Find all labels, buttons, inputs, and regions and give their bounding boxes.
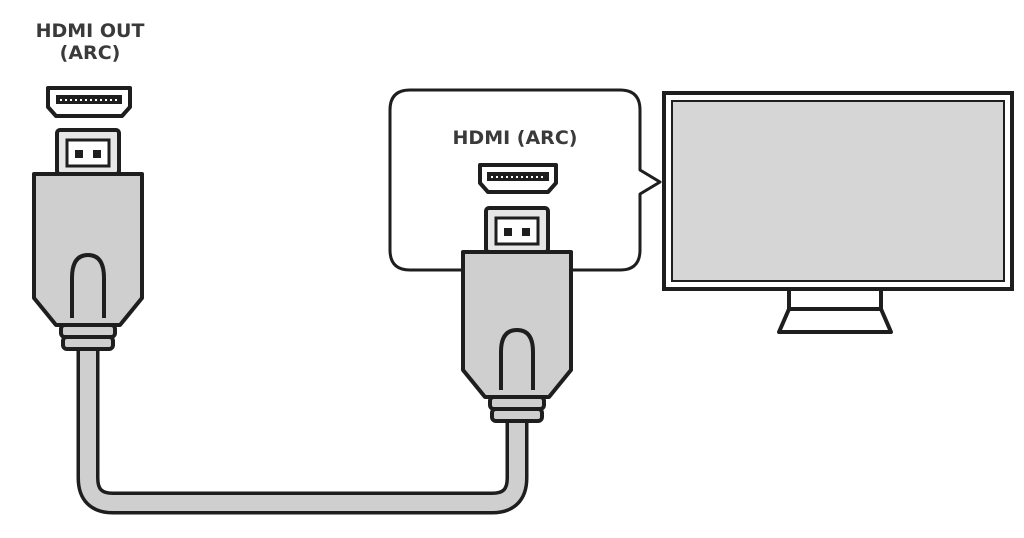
right-hdmi-plug-icon bbox=[461, 206, 573, 423]
left-hdmi-plug-icon bbox=[32, 128, 144, 351]
hdmi-cable bbox=[76, 348, 529, 515]
source-hdmi-port-icon bbox=[46, 86, 132, 118]
source-port-label: HDMI OUT (ARC) bbox=[20, 20, 160, 64]
tv-port-label: HDMI (ARC) bbox=[452, 127, 578, 149]
source-port-label-line2: (ARC) bbox=[59, 42, 121, 64]
tv-icon bbox=[662, 91, 1014, 334]
source-port-label-line1: HDMI OUT bbox=[35, 20, 145, 42]
tv-hdmi-port-icon bbox=[478, 163, 558, 194]
